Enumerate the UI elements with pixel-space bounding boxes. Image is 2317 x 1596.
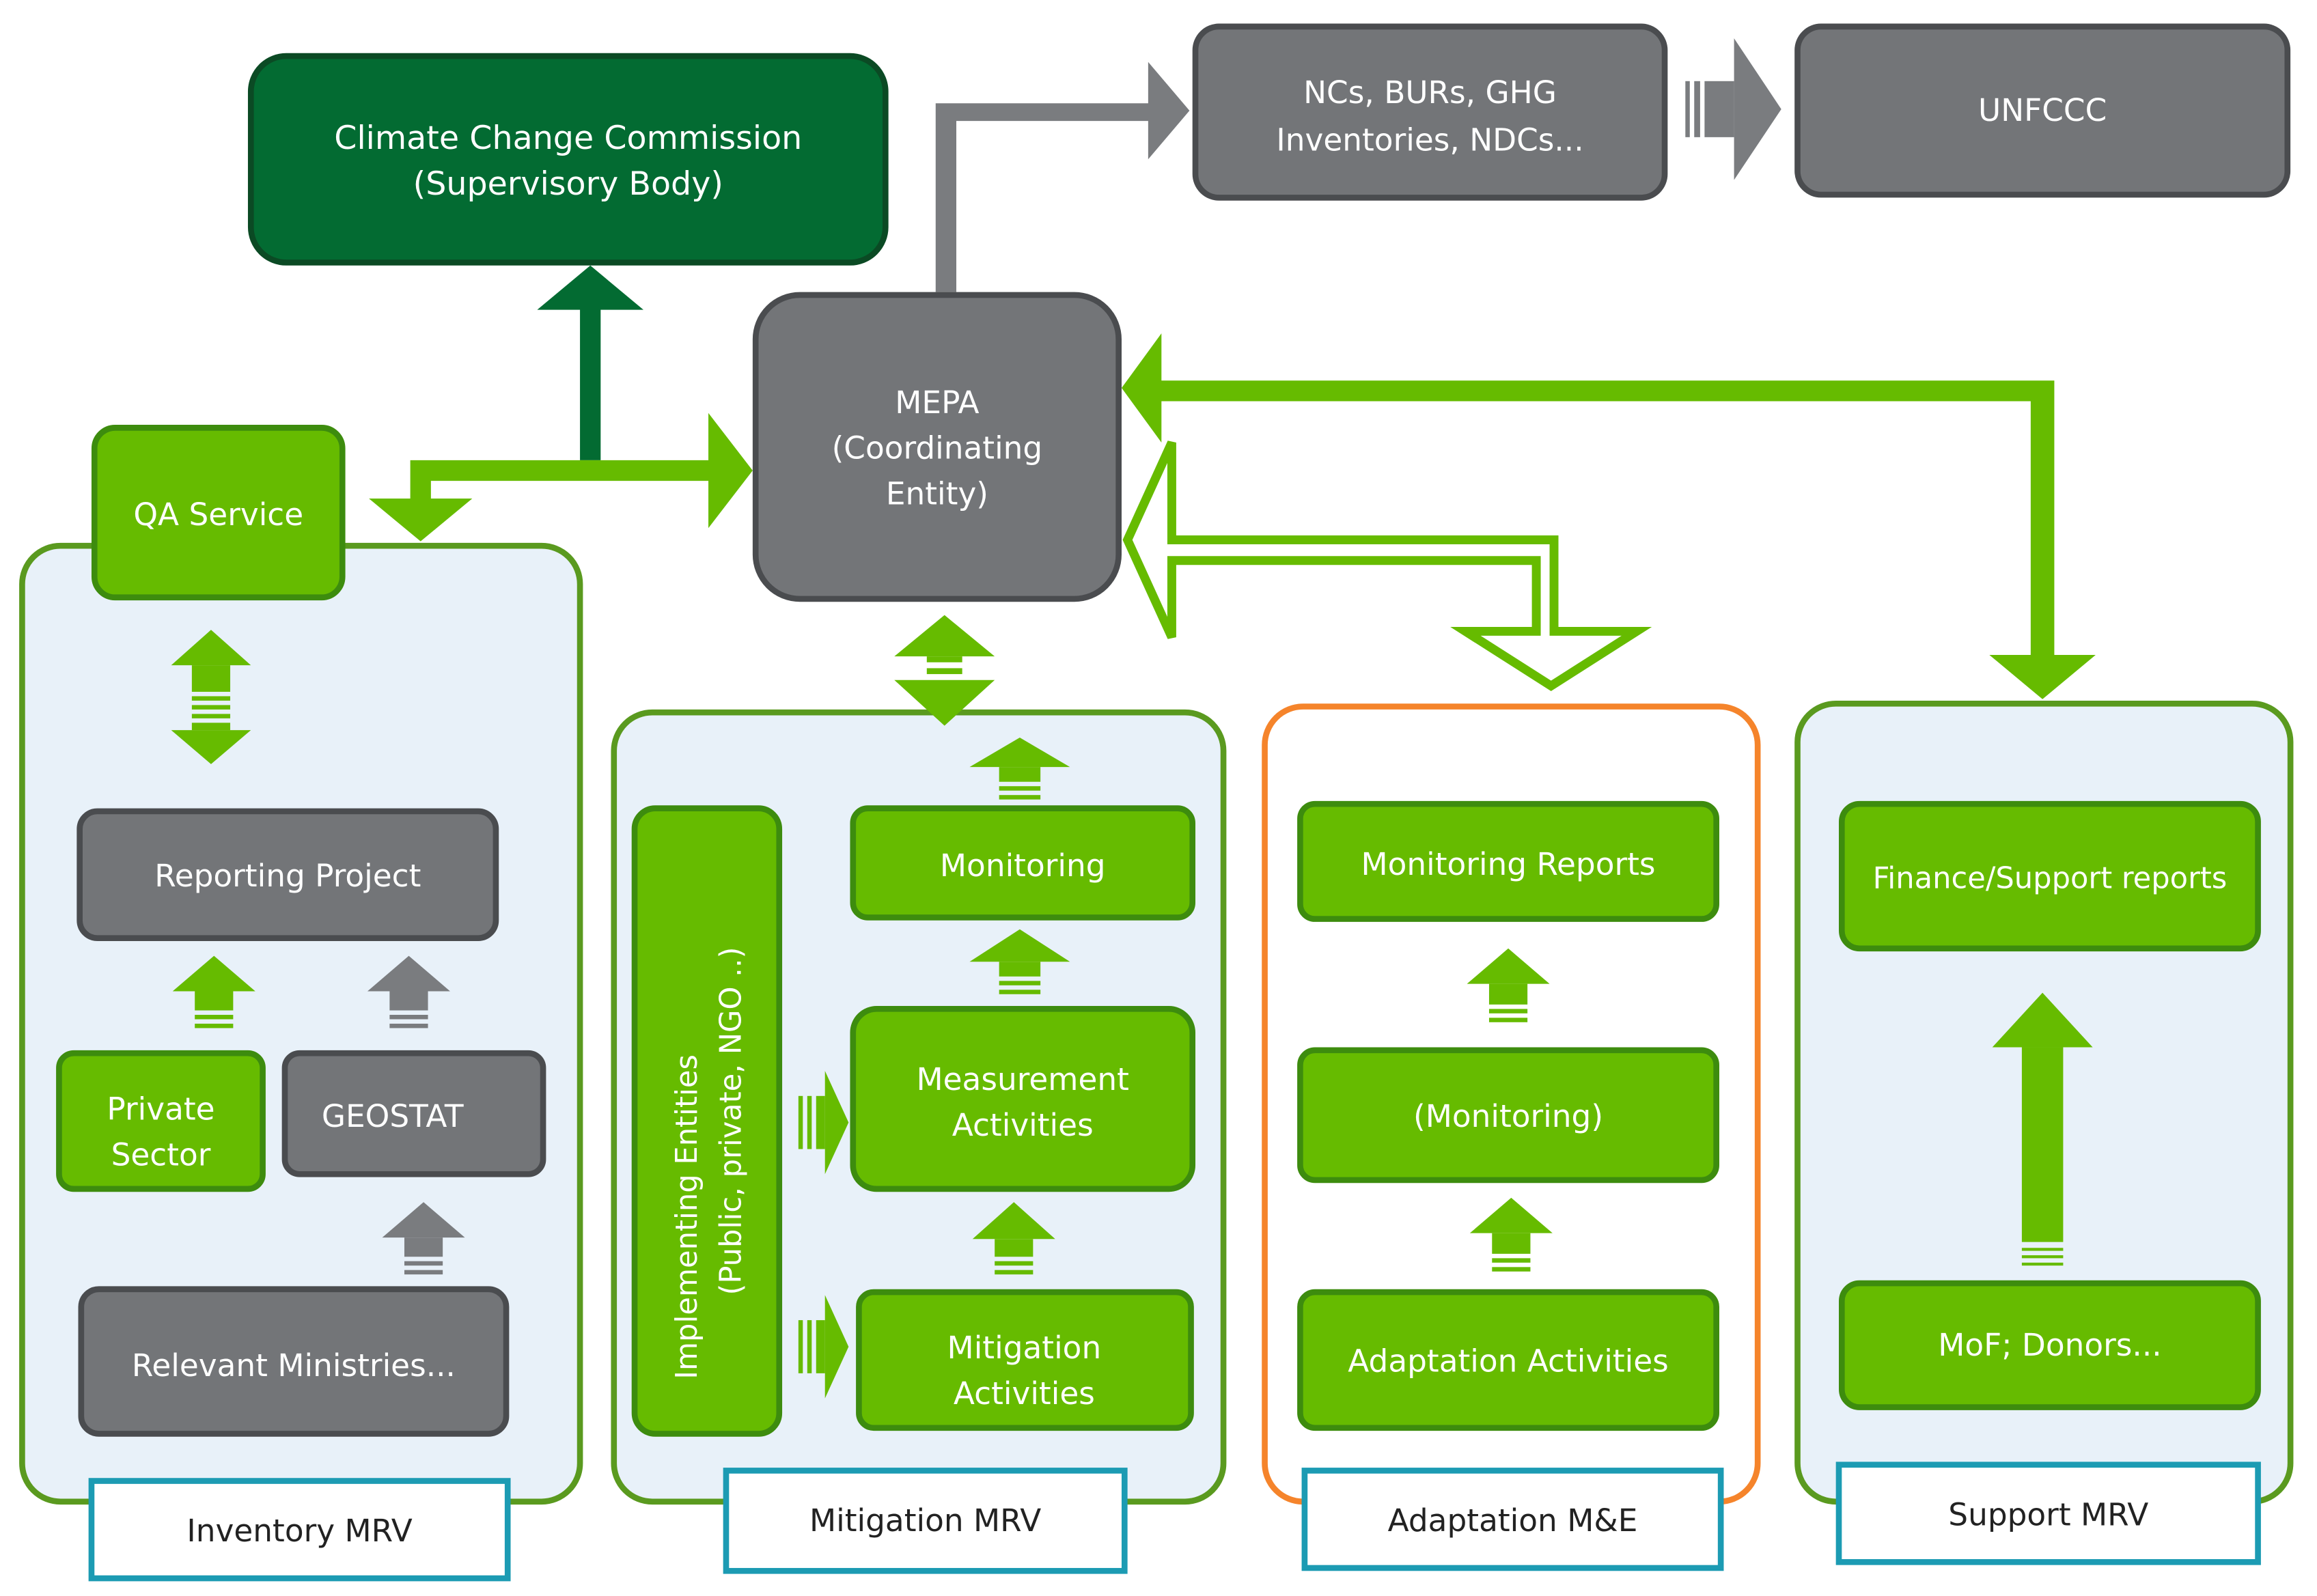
private-sector-line1: Private	[107, 1091, 214, 1127]
adaptation-me-label: Adaptation M&E	[1388, 1502, 1638, 1539]
private-to-reporting-arrow	[172, 955, 255, 1028]
commission-subtitle: (Supervisory Body)	[413, 165, 723, 203]
mepa-box	[752, 292, 1122, 602]
qa-to-mepa-arrow	[369, 412, 753, 542]
implementing-entities-line2: (Public, private, NGO ..)	[714, 947, 749, 1296]
private-sector-box	[56, 1050, 266, 1192]
mitigation-mrv-label-box	[723, 1468, 1128, 1574]
mof-donors-label: MoF; Donors...	[1938, 1327, 2161, 1363]
monitoring-label: Monitoring	[940, 848, 1106, 884]
qa-reporting-double-arrow	[171, 630, 251, 764]
geostat-to-reporting-arrow	[367, 955, 450, 1028]
private-sector-line2: Sector	[111, 1136, 211, 1173]
mitigation-to-measurement-arrow	[972, 1202, 1055, 1275]
mepa-to-ncs-arrow	[935, 61, 1190, 292]
geostat-box	[281, 1050, 546, 1177]
commission-title: Climate Change Commission	[334, 120, 802, 157]
monitoring-reports-box	[1297, 800, 1719, 922]
support-mrv-label-box	[1835, 1461, 2261, 1565]
qa-service-label: QA Service	[133, 496, 303, 533]
reporting-project-label: Reporting Project	[154, 858, 421, 894]
monitoring-to-reports-arrow	[1467, 948, 1550, 1022]
implementing-to-mitigation-arrow	[798, 1295, 849, 1399]
measurement-line2: Activities	[952, 1107, 1094, 1143]
mitigation-activities-box	[856, 1289, 1194, 1431]
mepa-line2: (Coordinating	[832, 430, 1043, 466]
mepa-line1: MEPA	[895, 384, 979, 421]
mof-donors-box	[1838, 1280, 2261, 1410]
ncs-to-unfccc-arrow	[1685, 38, 1781, 180]
inventory-mrv-label: Inventory MRV	[186, 1513, 412, 1549]
climate-change-commission-box	[247, 53, 889, 266]
ministries-to-geostat-arrow	[382, 1202, 465, 1275]
relevant-ministries-box	[78, 1286, 510, 1437]
mitigation-mrv-label: Mitigation MRV	[809, 1502, 1041, 1539]
qa-service-box	[91, 425, 346, 601]
monitoring-paren-box	[1297, 1047, 1719, 1184]
mepa-adaptation-loop-arrow	[1122, 440, 1652, 692]
reporting-project-box	[77, 808, 499, 942]
geostat-label: GEOSTAT	[322, 1098, 464, 1134]
relevant-ministries-label: Relevant Ministries...	[132, 1347, 456, 1384]
monitoring-box	[850, 805, 1196, 921]
support-mrv-label: Support MRV	[1948, 1496, 2148, 1532]
unfccc-label: UNFCCC	[1978, 92, 2107, 128]
ncs-burs-line1: NCs, BURs, GHG	[1303, 74, 1557, 111]
unfccc-box	[1794, 23, 2291, 198]
monitoring-up-arrow	[969, 737, 1070, 800]
mepa-mitigation-double-arrow	[894, 615, 995, 726]
mitigation-activities-line1: Mitigation	[947, 1330, 1102, 1366]
mepa-line3: Entity)	[886, 476, 988, 512]
adaptation-to-monitoring-arrow	[1469, 1197, 1553, 1272]
adaptation-me-label-box	[1301, 1468, 1724, 1571]
mof-to-finance-arrow	[1992, 992, 2093, 1266]
measurement-to-monitoring-arrow	[969, 929, 1070, 994]
monitoring-paren-label: (Monitoring)	[1413, 1098, 1603, 1134]
ncs-burs-line2: Inventories, NDCs...	[1276, 122, 1583, 158]
finance-support-reports-box	[1838, 800, 2261, 952]
ncs-burs-box	[1192, 23, 1668, 201]
monitoring-reports-label: Monitoring Reports	[1361, 846, 1656, 882]
finance-support-reports-label: Finance/Support reports	[1873, 861, 2228, 895]
inventory-mrv-label-box	[88, 1478, 511, 1582]
adaptation-activities-label: Adaptation Activities	[1348, 1343, 1669, 1380]
mitigation-activities-line2: Activities	[954, 1375, 1095, 1412]
implementing-to-measurement-arrow	[798, 1071, 849, 1175]
adaptation-activities-box	[1297, 1289, 1719, 1431]
to-commission-arrow	[537, 265, 643, 460]
implementing-entities-line1: Implementing Entities	[670, 1054, 704, 1380]
measurement-activities-box	[850, 1006, 1196, 1192]
implementing-entities-box	[631, 805, 783, 1437]
measurement-line1: Measurement	[917, 1061, 1129, 1097]
